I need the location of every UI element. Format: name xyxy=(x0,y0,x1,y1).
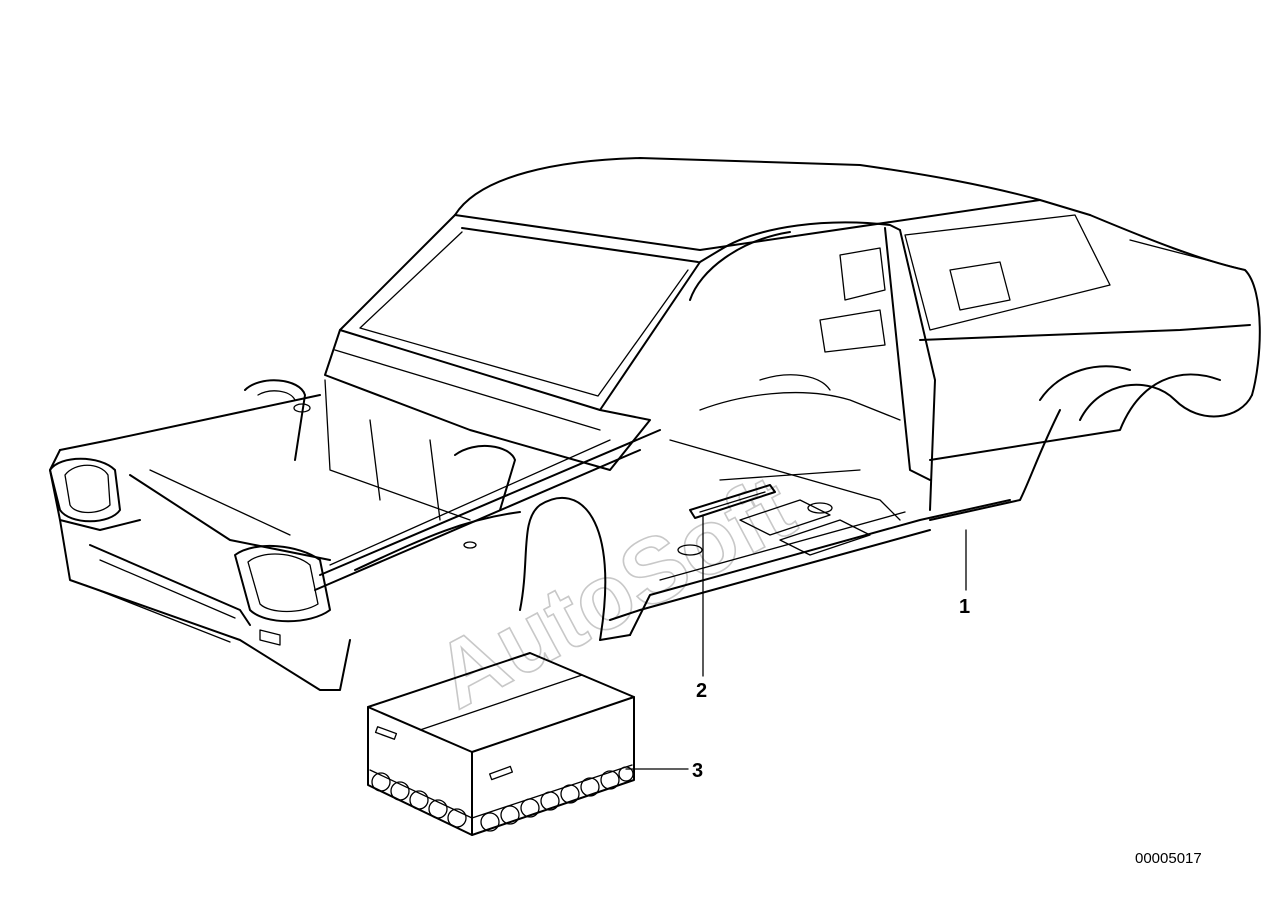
diagram-code: 00005017 xyxy=(1135,850,1202,867)
reinforcement-bracket xyxy=(689,484,776,519)
callout-label-2: 2 xyxy=(696,680,707,702)
parts-box xyxy=(367,652,635,836)
callout-2: 2 xyxy=(696,514,707,702)
box-perforation-row xyxy=(371,766,634,832)
callout-1: 1 xyxy=(959,529,970,618)
callout-label-3: 3 xyxy=(692,760,703,782)
callout-3: 3 xyxy=(625,760,703,782)
car-body-shell xyxy=(49,157,1261,691)
callout-label-1: 1 xyxy=(959,596,970,618)
